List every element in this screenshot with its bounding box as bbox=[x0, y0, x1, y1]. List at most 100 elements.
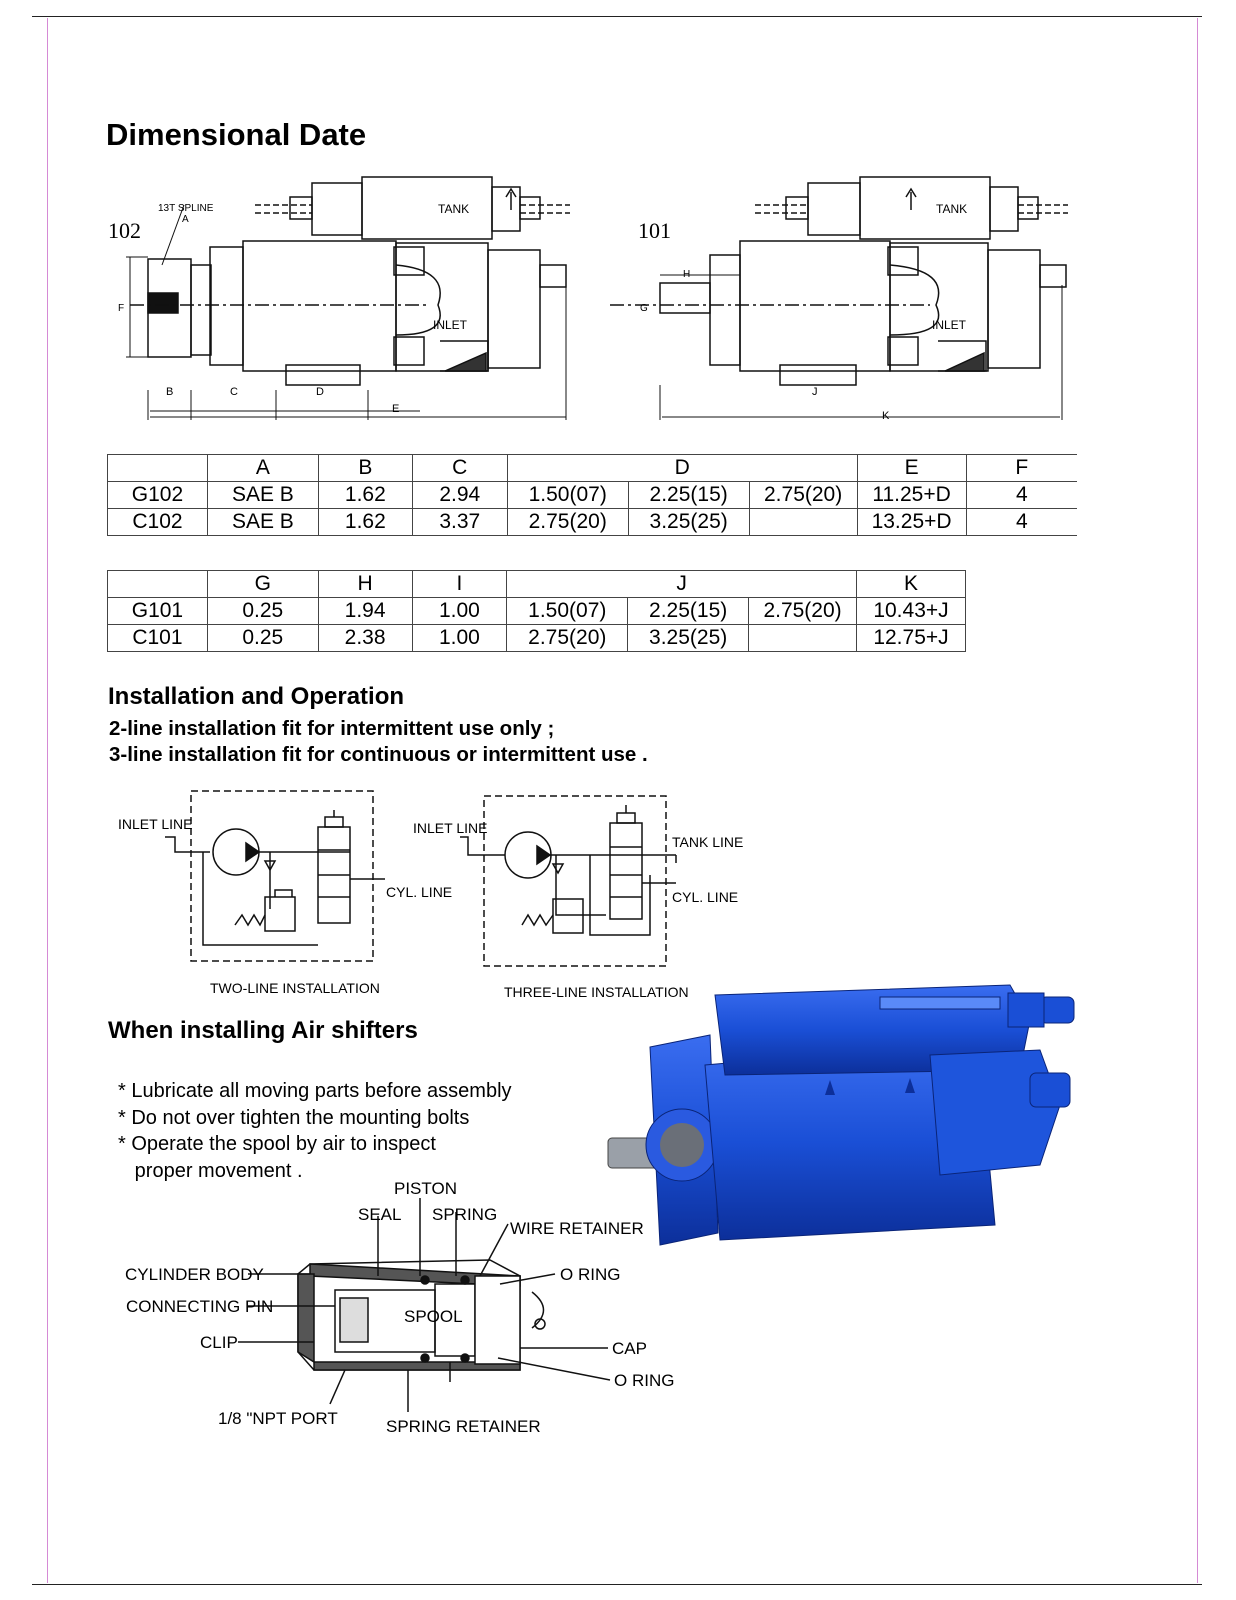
npt-port-label: 1/8 "NPT PORT bbox=[218, 1409, 338, 1428]
table-cell: 2.25(15) bbox=[627, 481, 750, 509]
pump-101-drawing bbox=[610, 176, 1068, 420]
a-letter: A bbox=[182, 214, 189, 225]
table-cell: 13.25+D bbox=[856, 508, 967, 536]
page-title: Dimensional Date bbox=[106, 117, 367, 152]
inlet-line-label-3: INLET LINE bbox=[413, 820, 487, 836]
table-cell: 11.25+D bbox=[856, 481, 967, 509]
bottom-rule bbox=[32, 1584, 1202, 1585]
drawing-101-label: 101 bbox=[638, 218, 671, 243]
dimensional-drawings: 102 13T SPLINE A TANK INLET F B C D E 10… bbox=[108, 176, 1068, 422]
table-header-cell: C bbox=[411, 454, 508, 482]
inlet-line-label-2: INLET LINE bbox=[118, 816, 192, 832]
cylinder-body-label: CYLINDER BODY bbox=[125, 1265, 264, 1284]
table-cell: 12.75+J bbox=[856, 624, 966, 652]
list-item: * Lubricate all moving parts before asse… bbox=[118, 1080, 512, 1102]
table-header-cell: F bbox=[965, 454, 1077, 482]
table-cell: SAE B bbox=[206, 508, 319, 536]
table-cell: 1.50(07) bbox=[506, 481, 629, 509]
tank-line-label: TANK LINE bbox=[672, 834, 743, 850]
table-cell: G101 bbox=[107, 597, 208, 625]
clip-label: CLIP bbox=[200, 1333, 238, 1352]
drawing-102-label: 102 bbox=[108, 218, 141, 243]
table-cell: 3.25(25) bbox=[627, 624, 750, 652]
dim-c: C bbox=[230, 386, 238, 398]
air-shifters-list: * Lubricate all moving parts before asse… bbox=[118, 1078, 512, 1184]
tank-label-left: TANK bbox=[438, 202, 469, 216]
table-cell: 0.25 bbox=[206, 597, 319, 625]
table-header-cell: A bbox=[206, 454, 319, 482]
list-item: * Do not over tighten the mounting bolts bbox=[118, 1106, 470, 1129]
cyl-line-label-3: CYL. LINE bbox=[672, 889, 738, 905]
inlet-label-left: INLET bbox=[433, 318, 468, 332]
pump-102-drawing bbox=[126, 176, 570, 420]
dim-f: F bbox=[118, 303, 124, 314]
three-line-caption: THREE-LINE INSTALLATION bbox=[504, 984, 689, 1000]
dim-j: J bbox=[812, 386, 818, 398]
table-header-cell: H bbox=[317, 570, 413, 598]
installation-heading: Installation and Operation bbox=[108, 683, 405, 710]
table-cell: 1.62 bbox=[317, 508, 413, 536]
table-cell: 0.25 bbox=[206, 624, 319, 652]
table-cell: C102 bbox=[107, 508, 208, 536]
table-cell: 4 bbox=[965, 508, 1077, 536]
installation-line-1: 2-line installation fit for intermittent… bbox=[109, 717, 555, 740]
table-cell: 1.00 bbox=[411, 597, 508, 625]
installation-line-2: 3-line installation fit for continuous o… bbox=[109, 743, 648, 766]
table-cell bbox=[748, 508, 858, 536]
table-cell: 4 bbox=[965, 481, 1077, 509]
table-header-row: A B C D E F bbox=[107, 454, 1077, 482]
table-cell bbox=[748, 624, 857, 652]
piston-label: PISTON bbox=[394, 1179, 457, 1198]
dim-b: B bbox=[166, 386, 173, 398]
air-shifter-diagram: PISTON SEAL SPRING WIRE RETAINER CYLINDE… bbox=[125, 1179, 674, 1436]
table-cell: 2.75(20) bbox=[748, 481, 858, 509]
wire-retainer-label: WIRE RETAINER bbox=[510, 1219, 644, 1238]
table-header-row: G H I J K bbox=[107, 570, 966, 598]
table-row: G101 0.25 1.94 1.00 1.50(07) 2.25(15) 2.… bbox=[107, 597, 966, 625]
cap-label: CAP bbox=[612, 1339, 647, 1358]
table-row: G102 SAE B 1.62 2.94 1.50(07) 2.25(15) 2… bbox=[107, 481, 1077, 509]
table-row: C101 0.25 2.38 1.00 2.75(20) 3.25(25) 12… bbox=[107, 624, 966, 652]
table-header-cell: D bbox=[506, 454, 858, 482]
spring-label: SPRING bbox=[432, 1205, 497, 1224]
dimension-table-101: G H I J K G101 0.25 1.94 1.00 1.50(07) 2… bbox=[107, 570, 966, 652]
table-cell: 1.62 bbox=[317, 481, 413, 509]
table-cell: 1.50(07) bbox=[506, 597, 629, 625]
table-cell: 2.75(20) bbox=[506, 508, 629, 536]
two-line-schematic bbox=[165, 790, 385, 962]
table-cell: 2.75(20) bbox=[748, 597, 857, 625]
dim-d: D bbox=[316, 386, 324, 398]
table-cell: 10.43+J bbox=[856, 597, 966, 625]
list-item: * Operate the spool by air to inspect bbox=[118, 1133, 436, 1155]
dim-g: G bbox=[640, 303, 648, 314]
o-ring-top-label: O RING bbox=[560, 1265, 620, 1284]
table-header-cell bbox=[107, 454, 208, 482]
dim-k: K bbox=[882, 410, 890, 422]
table-cell: C101 bbox=[107, 624, 208, 652]
spline-label: 13T SPLINE bbox=[158, 203, 214, 214]
table-header-cell: E bbox=[856, 454, 967, 482]
table-cell: 3.37 bbox=[411, 508, 508, 536]
table-cell: 1.94 bbox=[317, 597, 413, 625]
table-cell: 1.00 bbox=[411, 624, 508, 652]
table-header-cell: G bbox=[206, 570, 319, 598]
tank-label-right: TANK bbox=[936, 202, 967, 216]
table-cell: 2.38 bbox=[317, 624, 413, 652]
spool-label: SPOOL bbox=[404, 1307, 463, 1326]
table-cell: G102 bbox=[107, 481, 208, 509]
three-line-schematic bbox=[460, 795, 677, 967]
connecting-pin-label: CONNECTING PIN bbox=[126, 1297, 273, 1316]
dim-h: H bbox=[683, 269, 690, 280]
table-header-cell: J bbox=[506, 570, 857, 598]
table-header-cell bbox=[107, 570, 208, 598]
list-item: proper movement . bbox=[118, 1159, 303, 1182]
dim-e: E bbox=[392, 403, 399, 415]
table-cell: 2.94 bbox=[411, 481, 508, 509]
two-line-caption: TWO-LINE INSTALLATION bbox=[210, 980, 380, 996]
cyl-line-label-2: CYL. LINE bbox=[386, 884, 452, 900]
spring-retainer-label: SPRING RETAINER bbox=[386, 1417, 541, 1436]
table-cell: 2.25(15) bbox=[627, 597, 750, 625]
o-ring-bottom-label: O RING bbox=[614, 1371, 674, 1390]
page-frame bbox=[47, 18, 1198, 1583]
pump-photo bbox=[607, 984, 1075, 1246]
